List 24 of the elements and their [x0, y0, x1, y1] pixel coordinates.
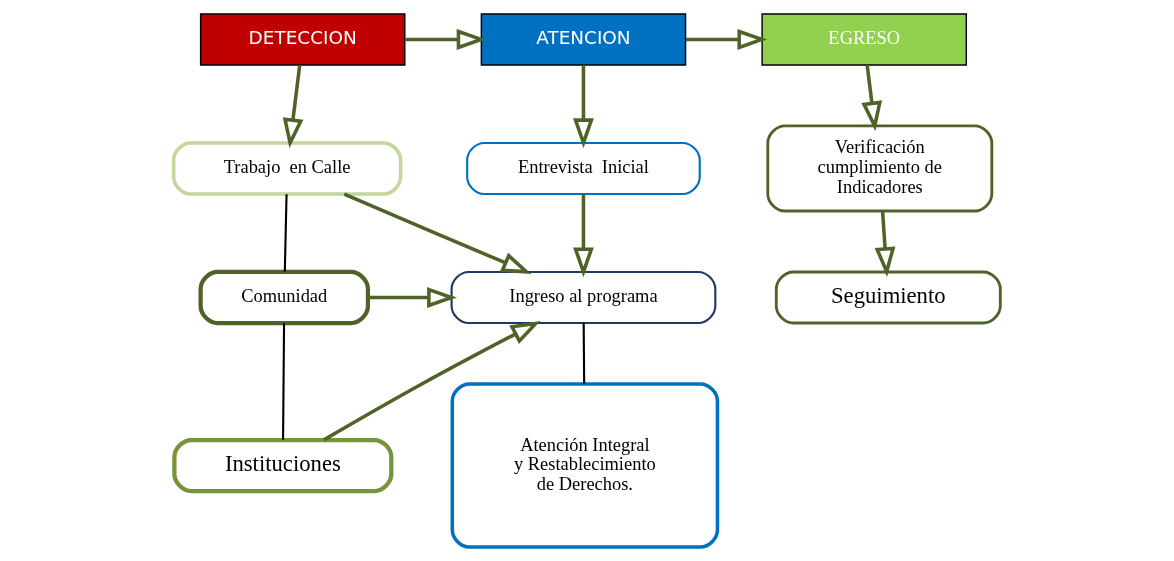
node-box: Ingreso al programa: [450, 270, 717, 325]
node-box: Seguimiento: [774, 270, 1002, 325]
arrow: [343, 192, 532, 274]
node-box: ATENCION: [480, 13, 687, 66]
arrow: [405, 29, 487, 50]
arrow: [861, 65, 883, 132]
arrow: [368, 287, 457, 308]
node-box: Comunidad: [198, 269, 371, 326]
arrow: [573, 194, 594, 278]
node-box: Trabajo en Calle: [171, 141, 403, 196]
node-box: Entrevista Inicial: [466, 141, 701, 196]
connector: [282, 323, 286, 440]
node-box: Atención Integral y Restablecimiento de Derechos.: [450, 382, 720, 549]
arrow: [282, 65, 304, 149]
node-box: EGRESO: [761, 13, 967, 66]
arrow: [686, 29, 768, 50]
node-box: DETECCION: [199, 13, 406, 66]
connector: [582, 323, 586, 384]
arrow: [573, 65, 594, 149]
connector: [283, 194, 288, 272]
arrow: [874, 211, 896, 277]
node-box: Verificación cumplimiento de Indicadores: [766, 124, 994, 213]
node-box: Instituciones: [172, 437, 394, 494]
arrow: [323, 320, 541, 442]
